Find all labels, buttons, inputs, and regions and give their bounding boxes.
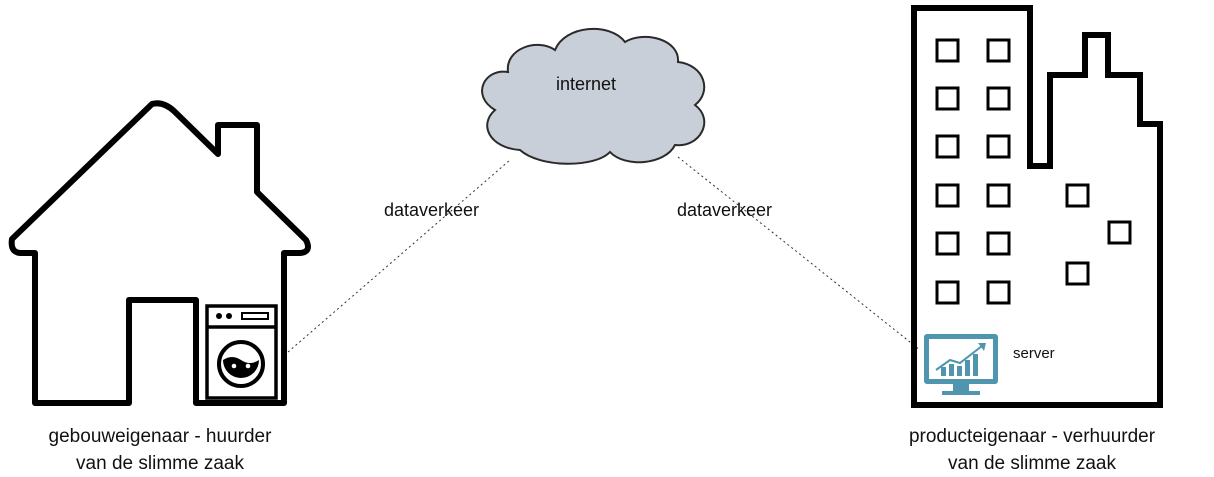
internet-label: internet	[556, 74, 617, 94]
building-caption-line-2: van de slimme zaak	[948, 453, 1116, 474]
house-icon	[8, 100, 311, 406]
house-caption-line-1: gebouweigenaar - huurder	[48, 426, 272, 447]
washing-machine-icon	[205, 304, 278, 400]
building-caption: producteigenaar - verhuurder van de slim…	[862, 423, 1202, 477]
cloud-icon	[481, 27, 706, 165]
connection-line-right	[677, 156, 921, 351]
building-windows	[935, 38, 1132, 305]
house-caption-line-2: van de slimme zaak	[76, 453, 244, 474]
monitor-chart-icon	[924, 334, 998, 395]
data-traffic-label-left: dataverkeer	[384, 200, 480, 220]
house-caption: gebouweigenaar - huurder van de slimme z…	[0, 423, 330, 477]
data-traffic-label-right: dataverkeer	[677, 200, 773, 220]
building-caption-line-1: producteigenaar - verhuurder	[908, 426, 1156, 447]
connection-line-left	[287, 159, 511, 353]
server-label: server	[1013, 345, 1055, 362]
building-icon	[911, 5, 1163, 408]
